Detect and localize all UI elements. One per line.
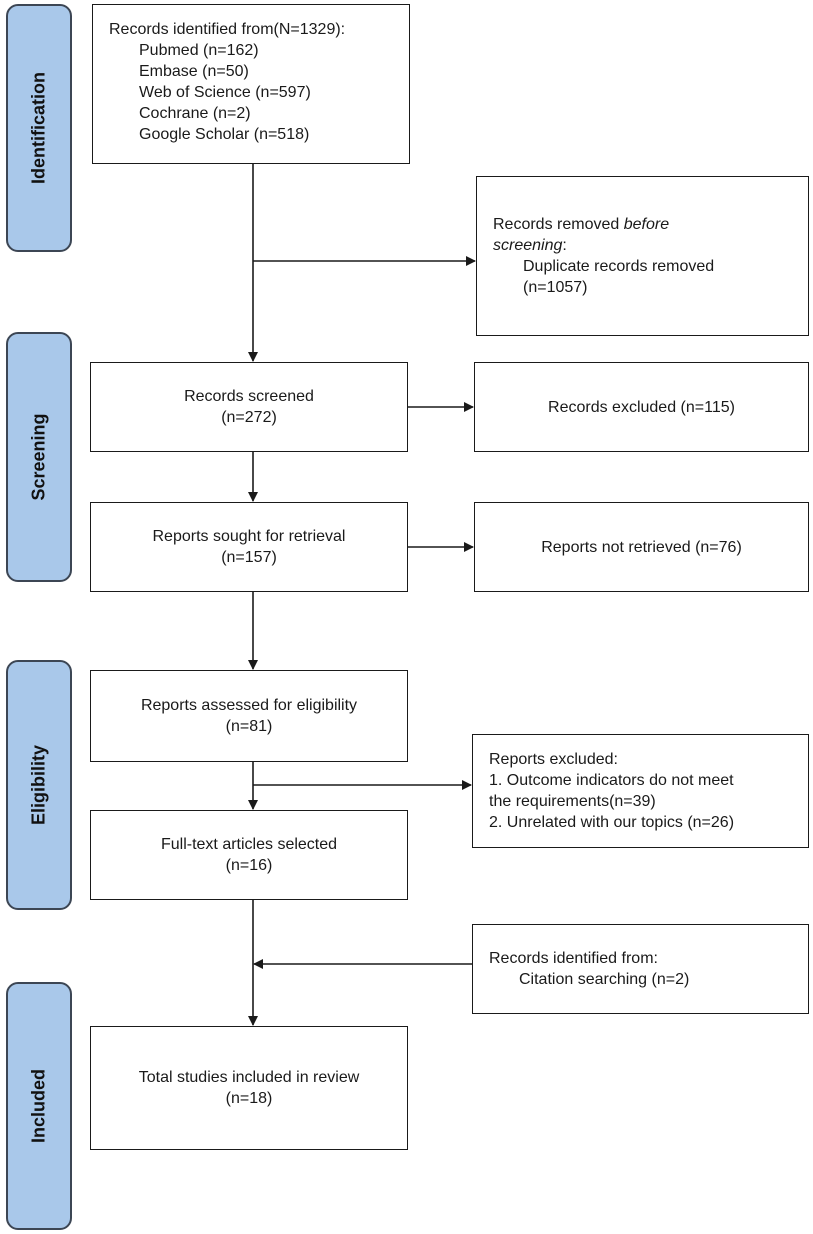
- records-identified-box: Records identified from(N=1329): Pubmed …: [92, 4, 410, 164]
- citation-item: Citation searching (n=2): [519, 971, 690, 988]
- removed-colon: :: [562, 237, 567, 254]
- reports-excluded-heading: Reports excluded:: [489, 751, 618, 768]
- reports-not-retrieved-label: Reports not retrieved (n=76): [541, 538, 742, 556]
- reports-sought-box: Reports sought for retrieval (n=157): [90, 502, 408, 592]
- exclusion-reason-2: 2. Unrelated with our topics (n=26): [489, 814, 735, 831]
- reports-assessed-label: Reports assessed for eligibility: [140, 697, 358, 714]
- reports-sought-count: (n=157): [221, 549, 277, 566]
- duplicate-count: (n=1057): [523, 279, 588, 296]
- exclusion-reason-1: 1. Outcome indicators do not meet: [489, 772, 734, 789]
- source-web-of-science: Web of Science (n=597): [139, 84, 311, 101]
- removed-prefix: Records removed: [493, 216, 624, 233]
- reports-sought-label: Reports sought for retrieval: [152, 528, 346, 545]
- source-google-scholar: Google Scholar (n=518): [139, 126, 310, 143]
- citation-records-box: Records identified from: Citation search…: [472, 924, 809, 1014]
- removed-line-1: Records removed before: [493, 214, 808, 235]
- total-included-count: (n=18): [225, 1090, 273, 1107]
- reports-assessed-box: Reports assessed for eligibility (n=81): [90, 670, 408, 762]
- citation-heading: Records identified from:: [489, 950, 658, 967]
- exclusion-reason-1-cont: the requirements(n=39): [489, 793, 656, 810]
- records-screened-box: Records screened (n=272): [90, 362, 408, 452]
- removed-line-2: screening:: [493, 235, 808, 256]
- records-excluded-label: Records excluded (n=115): [548, 398, 735, 416]
- total-included-label: Total studies included in review: [138, 1069, 360, 1086]
- removed-emphasis-before: before: [623, 216, 670, 233]
- records-screened-count: (n=272): [221, 409, 277, 426]
- fulltext-label: Full-text articles selected: [160, 836, 338, 853]
- records-excluded-box: Records excluded (n=115): [474, 362, 809, 452]
- phase-eligibility: Eligibility: [6, 660, 72, 910]
- reports-assessed-count: (n=81): [225, 718, 273, 735]
- removed-emphasis-screening: screening: [493, 237, 563, 254]
- phase-identification: Identification: [6, 4, 72, 252]
- reports-not-retrieved-box: Reports not retrieved (n=76): [474, 502, 809, 592]
- total-included-box: Total studies included in review (n=18): [90, 1026, 408, 1150]
- records-identified-heading: Records identified from(N=1329):: [109, 21, 346, 38]
- phase-included: Included: [6, 982, 72, 1230]
- duplicate-records-removed: Duplicate records removed: [523, 258, 715, 275]
- phase-screening: Screening: [6, 332, 72, 582]
- reports-excluded-box: Reports excluded: 1. Outcome indicators …: [472, 734, 809, 848]
- fulltext-count: (n=16): [225, 857, 273, 874]
- records-screened-label: Records screened: [184, 388, 314, 405]
- source-embase: Embase (n=50): [139, 63, 249, 80]
- fulltext-articles-box: Full-text articles selected (n=16): [90, 810, 408, 900]
- source-cochrane: Cochrane (n=2): [139, 105, 251, 122]
- source-pubmed: Pubmed (n=162): [139, 42, 259, 59]
- records-removed-box: Records removed before screening: Duplic…: [476, 176, 809, 336]
